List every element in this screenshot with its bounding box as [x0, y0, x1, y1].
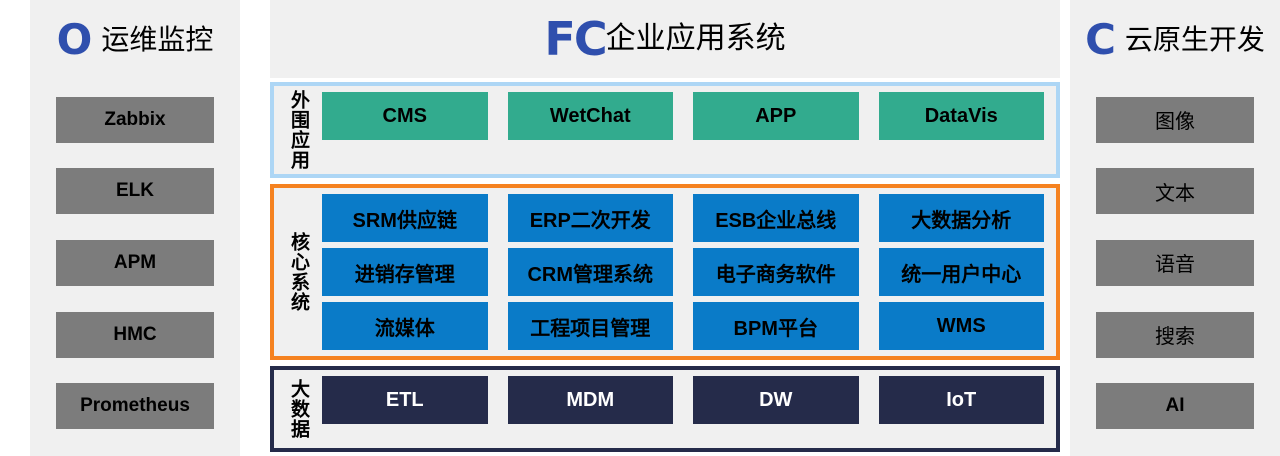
- cell-unified-user-center[interactable]: 统一用户中心: [878, 248, 1044, 296]
- cell-esb-enterprise-bus[interactable]: ESB企业总线: [693, 194, 859, 242]
- right-panel-cloud-native: C 云原生开发 图像 文本 语音 搜索 AI: [1070, 0, 1280, 456]
- core-systems-grid: SRM供应链 ERP二次开发 ESB企业总线 大数据分析 进销存管理 CRM管理…: [322, 188, 1056, 356]
- right-panel-header: C 云原生开发: [1070, 0, 1280, 80]
- cell-big-data-analytics[interactable]: 大数据分析: [878, 194, 1044, 242]
- fc-logo-icon: FC: [544, 12, 607, 66]
- big-data-row: ETL MDM DW IoT: [322, 376, 1044, 442]
- cell-wms[interactable]: WMS: [878, 302, 1044, 350]
- cloud-logo-icon: C: [1085, 15, 1116, 64]
- cell-dw[interactable]: DW: [693, 376, 859, 424]
- cell-inventory-management[interactable]: 进销存管理: [322, 248, 488, 296]
- left-panel-header: O 运维监控: [30, 0, 240, 80]
- cell-datavis[interactable]: DataVis: [878, 92, 1044, 140]
- cell-engineering-project-mgmt[interactable]: 工程项目管理: [507, 302, 673, 350]
- left-gap-divider: [240, 0, 270, 456]
- section-big-data: 大数据 ETL MDM DW IoT: [270, 366, 1060, 452]
- left-panel-ops-monitoring: O 运维监控 Zabbix ELK APM HMC Prometheus: [30, 0, 240, 456]
- outer-apps-grid: CMS WetChat APP DataVis: [322, 86, 1056, 174]
- outer-apps-row: CMS WetChat APP DataVis: [322, 92, 1044, 168]
- cell-ecommerce-software[interactable]: 电子商务软件: [693, 248, 859, 296]
- core-systems-row: SRM供应链 ERP二次开发 ESB企业总线 大数据分析: [322, 194, 1044, 242]
- sidebar-item-elk[interactable]: ELK: [56, 168, 214, 215]
- sidebar-item-speech[interactable]: 语音: [1096, 239, 1254, 286]
- left-panel-items: Zabbix ELK APM HMC Prometheus: [30, 80, 240, 456]
- section-label-big-data: 大数据: [287, 379, 309, 439]
- cell-erp-secondary-dev[interactable]: ERP二次开发: [507, 194, 673, 242]
- center-panel-header: FC 企业应用系统: [270, 0, 1060, 78]
- section-label-core-systems: 核心系统: [287, 232, 309, 312]
- sidebar-item-search[interactable]: 搜索: [1096, 311, 1254, 358]
- center-panel-body: 外围应用 CMS WetChat APP DataVis 核心系统 SRM供应链: [270, 78, 1060, 456]
- cell-bpm-platform[interactable]: BPM平台: [693, 302, 859, 350]
- center-panel-enterprise-apps: FC 企业应用系统 外围应用 CMS WetChat APP DataVis 核…: [270, 0, 1060, 456]
- core-systems-row: 流媒体 工程项目管理 BPM平台 WMS: [322, 302, 1044, 350]
- ops-logo-icon: O: [56, 15, 93, 64]
- cell-cms[interactable]: CMS: [322, 92, 488, 140]
- right-panel-items: 图像 文本 语音 搜索 AI: [1070, 80, 1280, 456]
- sidebar-item-apm[interactable]: APM: [56, 239, 214, 286]
- right-panel-title: 云原生开发: [1124, 24, 1265, 55]
- sidebar-item-zabbix[interactable]: Zabbix: [56, 96, 214, 143]
- cell-mdm[interactable]: MDM: [507, 376, 673, 424]
- sidebar-item-prometheus[interactable]: Prometheus: [56, 383, 214, 430]
- sidebar-item-ai[interactable]: AI: [1096, 383, 1254, 430]
- left-panel-title: 运维监控: [101, 24, 214, 55]
- sidebar-item-image[interactable]: 图像: [1096, 96, 1254, 143]
- cell-iot[interactable]: IoT: [878, 376, 1044, 424]
- cell-app[interactable]: APP: [693, 92, 859, 140]
- cell-streaming-media[interactable]: 流媒体: [322, 302, 488, 350]
- sidebar-item-text[interactable]: 文本: [1096, 168, 1254, 215]
- section-outer-apps: 外围应用 CMS WetChat APP DataVis: [270, 82, 1060, 178]
- core-systems-row: 进销存管理 CRM管理系统 电子商务软件 统一用户中心: [322, 248, 1044, 296]
- sidebar-item-hmc[interactable]: HMC: [56, 311, 214, 358]
- cell-wetchat[interactable]: WetChat: [507, 92, 673, 140]
- center-panel-title: 企业应用系统: [605, 22, 786, 55]
- cell-crm-management[interactable]: CRM管理系统: [507, 248, 673, 296]
- right-gap-divider: [1060, 0, 1070, 456]
- cell-srm-supply-chain[interactable]: SRM供应链: [322, 194, 488, 242]
- section-label-outer-apps: 外围应用: [287, 90, 309, 170]
- section-core-systems: 核心系统 SRM供应链 ERP二次开发 ESB企业总线 大数据分析 进销存管理 …: [270, 184, 1060, 360]
- cell-etl[interactable]: ETL: [322, 376, 488, 424]
- big-data-grid: ETL MDM DW IoT: [322, 370, 1056, 448]
